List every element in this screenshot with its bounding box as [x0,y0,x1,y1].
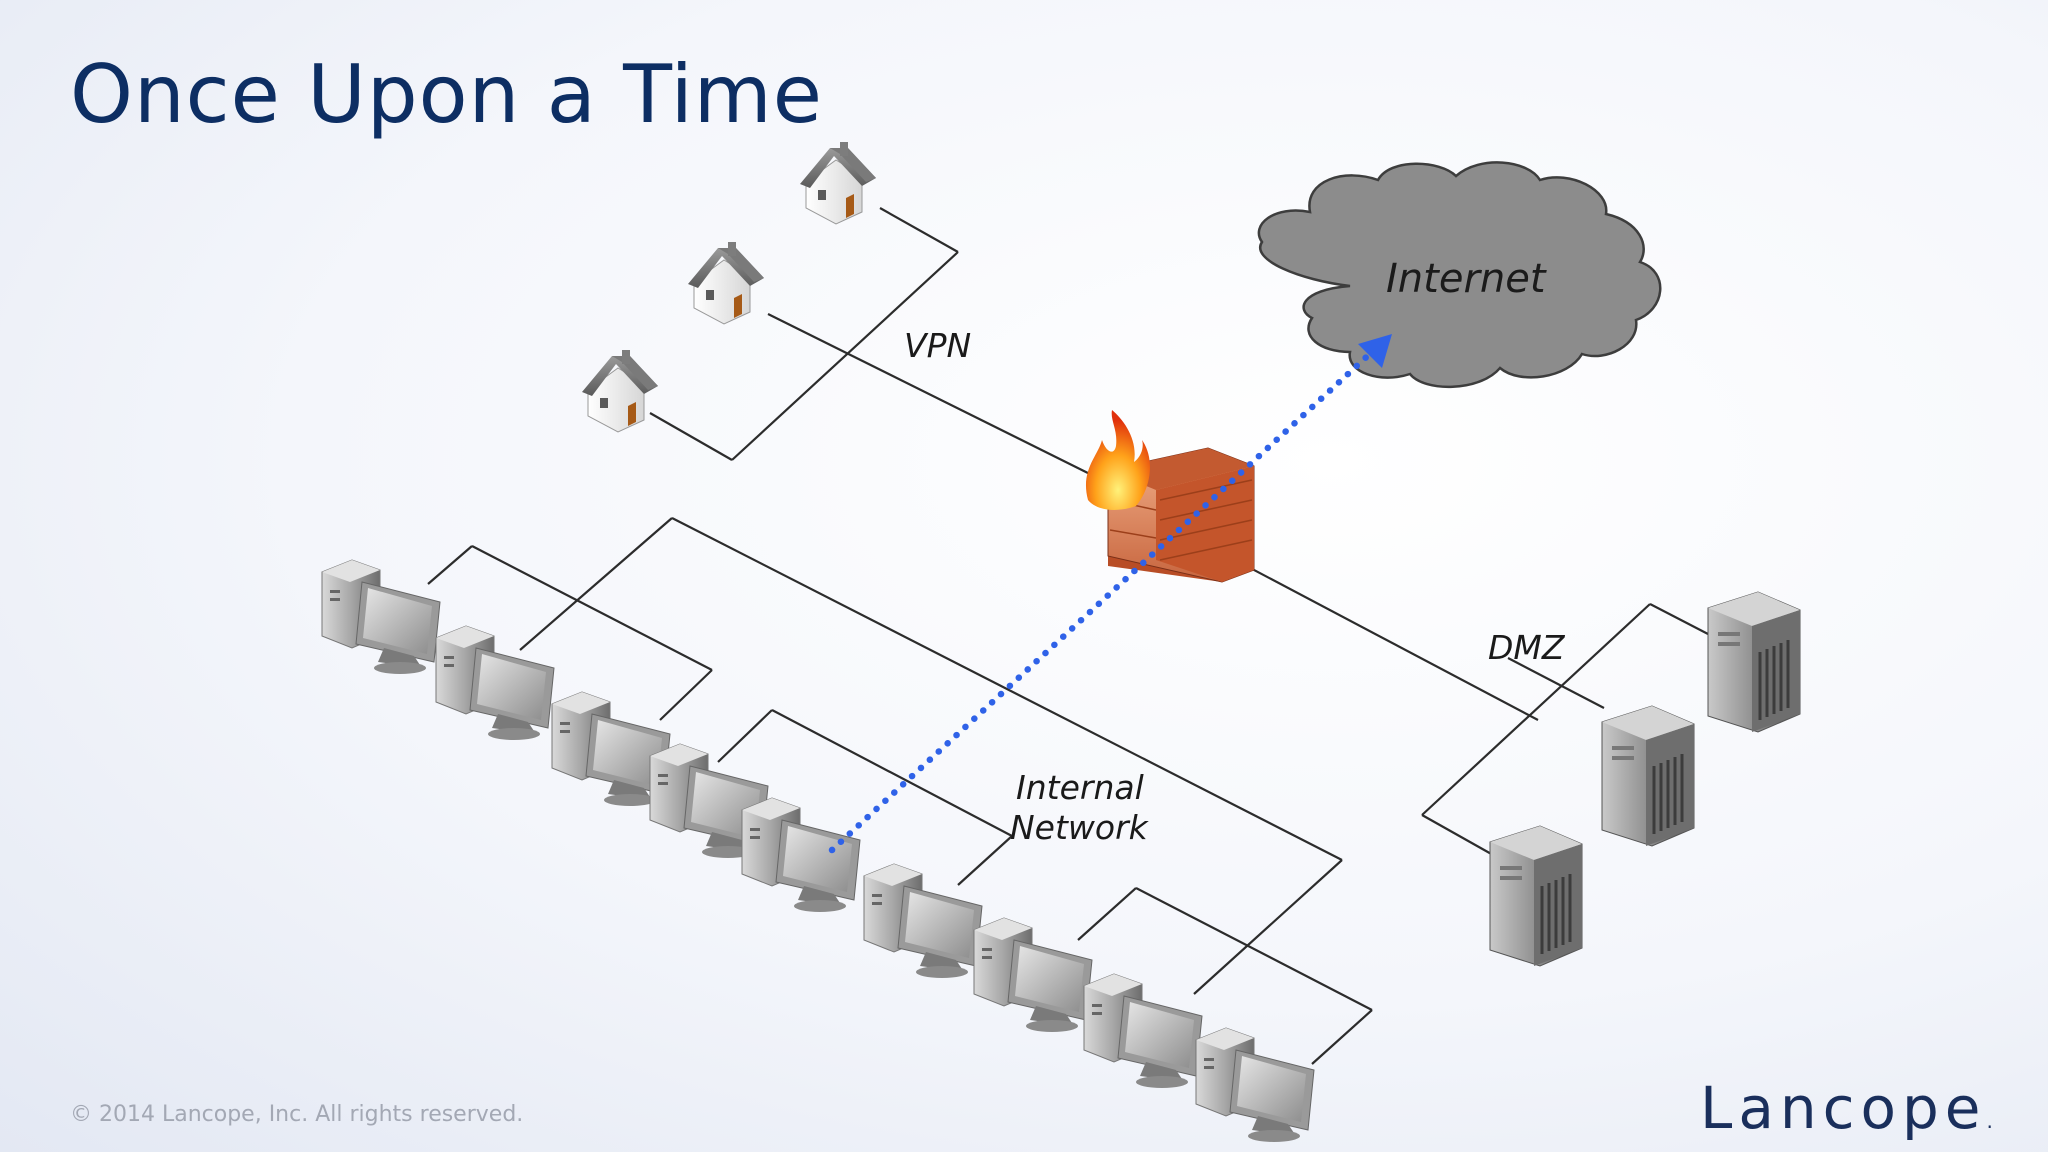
server-icon [1706,590,1802,734]
footer-copyright: © 2014 Lancope, Inc. All rights reserved… [70,1102,524,1127]
computer-icon [1083,973,1203,1089]
computer-icon [1195,1027,1315,1143]
computer-icon [435,625,555,741]
dmz-label: DMZ [1488,628,1565,667]
computer-icon [973,917,1093,1033]
firewall-icon [1085,410,1255,583]
computer-icon [863,863,983,979]
internal-network-label-line1: Internal [1016,768,1144,807]
logo-text: Lancope [1700,1074,1987,1142]
house-icon [581,349,659,433]
vpn-label: VPN [904,326,972,365]
traffic-flow-arrow [828,334,1392,854]
server-icon [1488,824,1584,968]
house-icon [799,141,877,225]
server-icon [1600,704,1696,848]
cloud-icon [1257,161,1662,389]
internet-label: Internet [1386,256,1546,302]
computer-icon [741,797,861,913]
logo-dot: . [1986,1109,1993,1133]
internal-network-label-line2: Network [1010,808,1148,847]
computer-icon [321,559,441,675]
lancope-logo: Lancope. [1700,1074,1993,1142]
slide-title: Once Upon a Time [70,48,823,141]
house-icon [687,241,765,325]
